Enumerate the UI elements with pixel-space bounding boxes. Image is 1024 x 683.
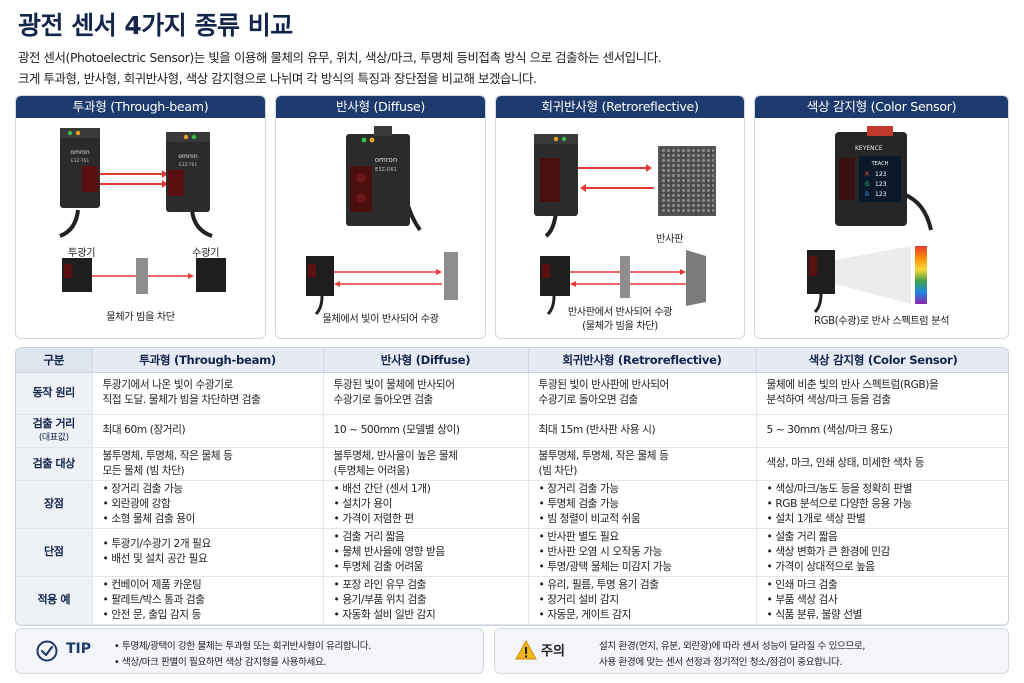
svg-text:G: G xyxy=(865,181,870,188)
row-label: 적용 예 xyxy=(16,576,93,625)
table-cell: • 포장 라인 유무 검출• 용기/부품 위치 검출• 자동화 설비 일반 감지 xyxy=(323,576,529,625)
warning-title: 주의 xyxy=(541,644,565,659)
through-beam-illustration: omron E3Z-T61 omron E3Z-T61 xyxy=(59,128,226,294)
table-cell: • 검출 거리 짧음• 물체 반사율에 영향 받음• 투명체 검출 어려움 xyxy=(323,528,529,577)
reflector-label: 반사판 xyxy=(656,234,684,245)
retro-sensor-image xyxy=(534,134,578,238)
table-cell: 불투명체, 투명체, 작은 물체 등(빔 차단) xyxy=(528,447,757,481)
card-caption-line-2: (물체가 빔을 차단) xyxy=(582,321,658,332)
svg-text:KEYENCE: KEYENCE xyxy=(855,145,883,152)
warning-box: 주의 설치 환경(먼지, 유분, 외란광)에 따라 센서 성능이 달라질 수 있… xyxy=(494,628,1009,674)
diffuse-illustration: omron E3Z-D61 xyxy=(306,126,458,316)
table-header: 구분 xyxy=(16,348,93,373)
card-retroreflective: 회귀반사형 (Retroreflective) xyxy=(495,95,745,339)
diffuse-sensor-image: omron E3Z-D61 xyxy=(346,126,422,232)
svg-text:E3Z-T61: E3Z-T61 xyxy=(71,158,90,164)
card-title: 반사형 (Diffuse) xyxy=(276,96,485,118)
svg-text:omron: omron xyxy=(375,156,398,164)
table-cell: 불투명체, 반사율이 높은 물체(투명체는 어려움) xyxy=(323,447,529,481)
table-header: 투과형 (Through-beam) xyxy=(92,348,324,373)
card-caption: 물체가 빔을 차단 xyxy=(106,312,175,323)
intro-line-2: 크게 투과형, 반사형, 회귀반사형, 색상 감지형으로 나뉘며 각 방식의 특… xyxy=(18,71,537,86)
card-title: 회귀반사형 (Retroreflective) xyxy=(496,96,744,118)
table-row: 단점 • 투광기/수광기 2개 필요• 배선 및 설치 공간 필요 • 검출 거… xyxy=(16,528,1008,577)
table-cell: • 장거리 검출 가능• 외란광에 강함• 소형 물체 검출 용이 xyxy=(92,480,324,529)
svg-text:123: 123 xyxy=(875,191,887,198)
table-header: 회귀반사형 (Retroreflective) xyxy=(528,348,757,373)
tip-line-1: • 투명체/광택이 강한 물체는 투과형 또는 회귀반사형이 유리합니다. xyxy=(114,641,371,652)
row-label: 동작 원리 xyxy=(16,372,93,415)
svg-text:R: R xyxy=(865,171,869,178)
table-cell: • 투광기/수광기 2개 필요• 배선 및 설치 공간 필요 xyxy=(92,528,324,577)
card-caption-line-1: 반사판에서 반사되어 수광 xyxy=(567,307,673,318)
table-cell: 색상, 마크, 인쇄 상태, 미세한 색차 등 xyxy=(756,447,1008,481)
table-cell: 최대 15m (반사판 사용 시) xyxy=(528,414,757,448)
card-color-sensor: 색상 감지형 (Color Sensor) KEYENCE TEACH R 12… xyxy=(754,95,1009,339)
table-header: 반사형 (Diffuse) xyxy=(323,348,529,373)
table-row: 장점 • 장거리 검출 가능• 외란광에 강함• 소형 물체 검출 용이 • 배… xyxy=(16,480,1008,529)
svg-text:E3Z-T61: E3Z-T61 xyxy=(179,162,198,168)
receiver-label: 수광기 xyxy=(192,248,220,259)
check-circle-icon xyxy=(36,640,58,662)
emitter-label: 투광기 xyxy=(68,248,96,259)
comparison-table: 구분 투과형 (Through-beam) 반사형 (Diffuse) 회귀반사… xyxy=(15,347,1009,626)
reflector-plate-image xyxy=(658,146,716,216)
row-label: 검출 대상 xyxy=(16,447,93,481)
intro-line-1: 광전 센서(Photoelectric Sensor)는 빛을 이용해 물체의 … xyxy=(18,50,662,65)
row-label: 장점 xyxy=(16,480,93,529)
table-row: 적용 예 • 컨베이어 제품 카운팅• 팔레트/박스 통과 검출• 안전 문, … xyxy=(16,576,1008,625)
table-cell: • 인쇄 마크 검출• 부품 색상 검사• 식품 분류, 불량 선별 xyxy=(756,576,1008,625)
card-title: 색상 감지형 (Color Sensor) xyxy=(755,96,1008,118)
warning-triangle-icon xyxy=(515,639,537,660)
table-row: 검출 거리(대표값) 최대 60m (장거리) 10 ~ 500mm (모델별 … xyxy=(16,414,1008,448)
receiver-sensor-image: omron E3Z-T61 xyxy=(166,132,213,238)
tip-line-2: • 색상/마크 판별이 필요하면 색상 감지형을 사용하세요. xyxy=(114,657,327,668)
table-cell: • 배선 간단 (센서 1개)• 설치가 용이• 가격이 저렴한 편 xyxy=(323,480,529,529)
table-cell: • 설출 거리 짧음• 색상 변화가 큰 환경에 민감• 가격이 상대적으로 높… xyxy=(756,528,1008,577)
row-label: 단점 xyxy=(16,528,93,577)
page-title: 광전 센서 4가지 종류 비교 xyxy=(18,11,293,40)
emitter-sensor-image: omron E3Z-T61 xyxy=(59,128,100,238)
table-cell: • 반사판 별도 필요• 반사판 오염 시 오작동 가능• 투명/광택 물체는 … xyxy=(528,528,757,577)
table-cell: • 컨베이어 제품 카운팅• 팔레트/박스 통과 검출• 안전 문, 출입 감지… xyxy=(92,576,324,625)
card-title: 투과형 (Through-beam) xyxy=(16,96,265,118)
tip-title: TIP xyxy=(66,641,92,657)
row-label: 검출 거리(대표값) xyxy=(16,414,93,448)
svg-text:omron: omron xyxy=(178,153,198,160)
table-header: 색상 감지형 (Color Sensor) xyxy=(756,348,1008,373)
tip-box: TIP • 투명체/광택이 강한 물체는 투과형 또는 회귀반사형이 유리합니다… xyxy=(15,628,484,674)
table-cell: 5 ~ 30mm (색상/마크 용도) xyxy=(756,414,1008,448)
warning-line-1: 설치 환경(먼지, 유분, 외란광)에 따라 센서 성능이 달라질 수 있으므로… xyxy=(599,641,865,652)
table-cell: • 색상/마크/농도 등을 정확히 판별• RGB 분석으로 다양한 응용 가능… xyxy=(756,480,1008,529)
svg-text:E3Z-D61: E3Z-D61 xyxy=(375,167,397,173)
color-sensor-image: KEYENCE TEACH R 123 G 123 B 123 xyxy=(835,126,933,231)
svg-text:123: 123 xyxy=(875,171,887,178)
card-caption: 물체에서 빛이 반사되어 수광 xyxy=(322,314,439,325)
table-cell: • 장거리 검출 가능• 투명체 검출 가능• 빔 정렬이 비교적 쉬움 xyxy=(528,480,757,529)
card-through-beam: 투과형 (Through-beam) omron E3Z-T61 omron E… xyxy=(15,95,266,339)
svg-text:123: 123 xyxy=(875,181,887,188)
svg-text:TEACH: TEACH xyxy=(871,161,889,167)
table-cell: • 유리, 필름, 투명 용기 검출• 장거리 설비 감지• 자동문, 게이트 … xyxy=(528,576,757,625)
table-cell: 10 ~ 500mm (모델별 상이) xyxy=(323,414,529,448)
svg-text:B: B xyxy=(865,191,869,198)
table-cell: 최대 60m (장거리) xyxy=(92,414,324,448)
table-header-row: 구분 투과형 (Through-beam) 반사형 (Diffuse) 회귀반사… xyxy=(16,348,1008,373)
retroreflective-illustration xyxy=(534,134,716,316)
color-sensor-illustration: KEYENCE TEACH R 123 G 123 B 123 xyxy=(807,126,933,314)
warning-line-2: 사용 환경에 맞는 센서 선정과 정기적인 청소/점검이 중요합니다. xyxy=(599,657,843,668)
svg-text:omron: omron xyxy=(70,149,90,156)
card-caption: RGB(수광)로 반사 스펙트럼 분석 xyxy=(813,316,950,327)
card-diffuse: 반사형 (Diffuse) omron E3Z-D61 물체에서 빛이 반사되어… xyxy=(275,95,486,339)
